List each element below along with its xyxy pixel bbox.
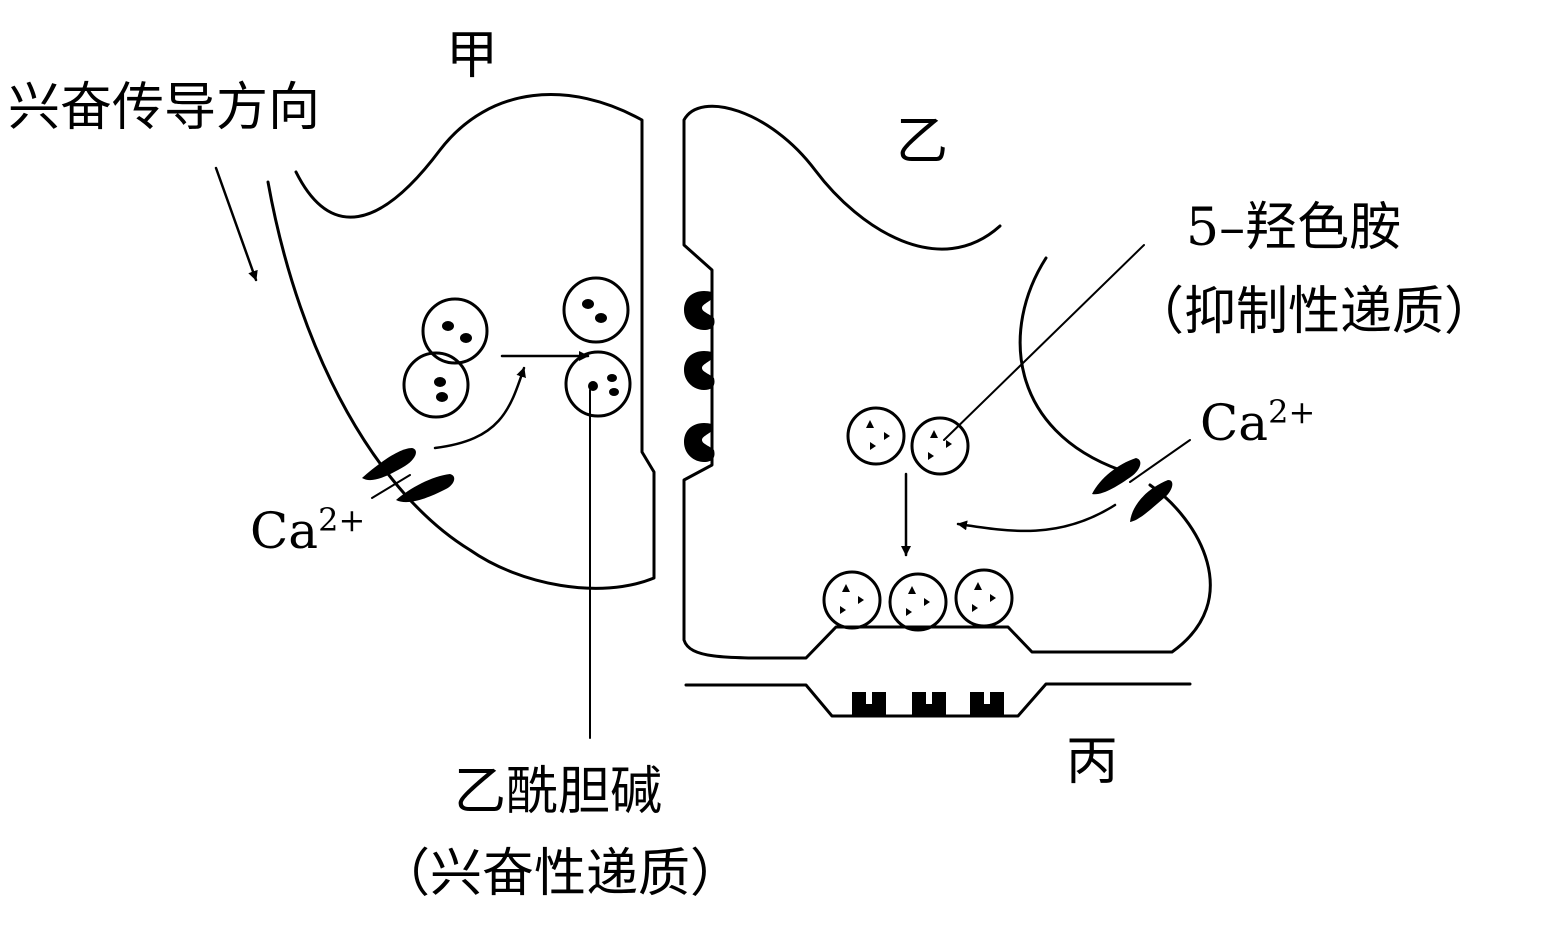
serotonin-vesicle-docked-3 — [954, 568, 1014, 628]
serotonin-receptor-1 — [852, 692, 886, 716]
serotonin-vesicle-1 — [846, 406, 906, 466]
serotonin-label: 5–羟色胺 — [1186, 198, 1402, 258]
serotonin-vesicle-2 — [910, 416, 970, 476]
neuron-bing-label: 丙 — [1066, 732, 1119, 792]
serotonin-note: （抑制性递质） — [1132, 282, 1497, 342]
ach-receptor-2 — [684, 350, 715, 390]
calcium-left-symbol: Ca — [250, 502, 319, 560]
ach-vesicle-1 — [421, 297, 489, 365]
serotonin-receptor-2 — [912, 692, 946, 716]
ach-receptor-1 — [684, 290, 715, 330]
neuron-yi-label: 乙 — [896, 112, 949, 172]
serotonin-leader-line — [943, 244, 1145, 441]
ach-receptor-3 — [684, 422, 715, 462]
calcium-channel-right-bottom — [1130, 480, 1173, 522]
calcium-channel-right-top — [1092, 458, 1141, 495]
serotonin-vesicle-docked-2 — [888, 572, 948, 632]
neuron-bing-axon — [1018, 256, 1122, 472]
calcium-left-label: Ca2+ — [250, 504, 365, 556]
calcium-right-charge: 2+ — [1268, 393, 1316, 431]
acetylcholine-note: （兴奋性递质） — [378, 844, 743, 904]
calcium-influx-arrow-right — [956, 503, 1117, 533]
serotonin-vesicle-docked-1 — [822, 570, 882, 630]
neuron-yi-membrane — [682, 104, 1212, 660]
calcium-right-leader-line — [1129, 439, 1191, 483]
calcium-left-leader-line — [371, 474, 411, 499]
calcium-channel-left-top — [362, 448, 416, 481]
neuron-jia-membrane — [266, 93, 656, 590]
calcium-left-charge: 2+ — [318, 501, 366, 539]
ach-vesicle-4 — [564, 350, 632, 418]
direction-label: 兴奋传导方向 — [8, 78, 321, 138]
acetylcholine-label: 乙酰胆碱 — [454, 762, 663, 822]
calcium-right-label: Ca2+ — [1200, 396, 1315, 448]
direction-arrow — [214, 166, 258, 282]
ach-vesicle-3 — [562, 276, 630, 344]
calcium-channel-left-bottom — [396, 474, 455, 503]
calcium-right-symbol: Ca — [1200, 394, 1269, 452]
neuron-jia-label: 甲 — [446, 26, 499, 86]
serotonin-receptor-3 — [970, 692, 1004, 716]
ach-vesicle-2 — [402, 351, 470, 419]
calcium-influx-arrow-left — [433, 366, 526, 450]
